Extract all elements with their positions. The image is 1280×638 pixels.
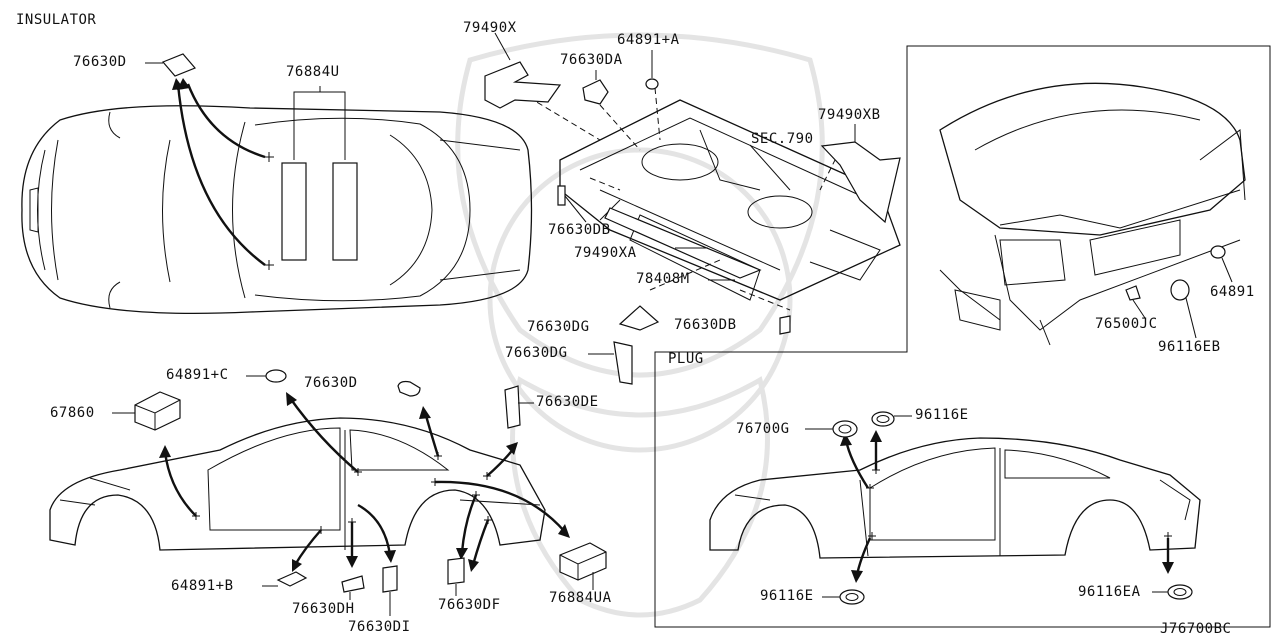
callout-76630DE[interactable]: 76630DE	[536, 394, 599, 410]
plug-section-title: PLUG	[668, 351, 704, 367]
part-67860	[112, 391, 181, 431]
callout-64891C[interactable]: 64891+C	[166, 367, 229, 383]
part-76630DF	[447, 557, 465, 596]
callout-76500JC[interactable]: 76500JC	[1095, 316, 1158, 332]
part-79490XB	[820, 124, 901, 224]
callout-76884UA[interactable]: 76884UA	[549, 590, 612, 606]
car-top-view	[21, 62, 533, 315]
part-79490X	[484, 32, 562, 109]
part-64891A	[645, 50, 659, 90]
callout-64891A[interactable]: 64891+A	[617, 32, 680, 48]
part-64891B	[262, 571, 308, 587]
part-96116EB	[1170, 279, 1197, 339]
callout-76630DB-left[interactable]: 76630DB	[548, 222, 611, 238]
callout-64891B[interactable]: 64891+B	[171, 578, 234, 594]
car-side-view-plug	[709, 430, 1201, 583]
part-76630DI	[382, 565, 398, 616]
part-76700G	[805, 420, 858, 438]
callout-96116E-bottom[interactable]: 96116E	[760, 588, 814, 604]
part-76630DG-lower	[588, 341, 633, 385]
part-76630DG-upper	[618, 305, 660, 331]
insulator-pad-left	[281, 162, 307, 261]
callout-96116E-top[interactable]: 96116E	[915, 407, 969, 423]
callout-76630DG-upper[interactable]: 76630DG	[527, 319, 590, 335]
part-96116E-top	[871, 411, 912, 427]
callout-76630DH[interactable]: 76630DH	[292, 601, 355, 617]
callout-76630DB-right[interactable]: 76630DB	[674, 317, 737, 333]
callout-79490X[interactable]: 79490X	[463, 20, 517, 36]
part-76630D-side	[397, 380, 421, 397]
callout-76630DF[interactable]: 76630DF	[438, 597, 501, 613]
callout-76700G[interactable]: 76700G	[736, 421, 790, 437]
part-76630DB-left	[557, 185, 587, 223]
part-76630DE	[504, 385, 534, 429]
rear-floor-panel	[519, 87, 901, 311]
callout-76884U[interactable]: 76884U	[286, 64, 340, 80]
callout-76630D-side[interactable]: 76630D	[304, 375, 358, 391]
callout-sec790[interactable]: SEC.790	[751, 131, 814, 147]
insulator-pad-right	[332, 162, 358, 261]
insulator-section-title: INSULATOR	[16, 12, 97, 28]
part-76630D-top	[145, 53, 197, 77]
watermark-emblem	[455, 32, 825, 618]
part-64891C	[246, 369, 287, 383]
part-96116E-bottom	[822, 589, 865, 605]
part-96116EA	[1152, 584, 1193, 600]
callout-79490XB[interactable]: 79490XB	[818, 107, 881, 123]
part-64891-right	[1210, 245, 1233, 283]
car-rear-view	[939, 82, 1246, 346]
callout-76630DA[interactable]: 76630DA	[560, 52, 623, 68]
callout-64891[interactable]: 64891	[1210, 284, 1255, 300]
plug-section-frame	[654, 45, 1271, 628]
callout-96116EB[interactable]: 96116EB	[1158, 339, 1221, 355]
part-76884UA	[559, 542, 607, 590]
callout-76630DI[interactable]: 76630DI	[348, 619, 411, 635]
callout-96116EA[interactable]: 96116EA	[1078, 584, 1141, 600]
part-76500JC	[1125, 285, 1146, 319]
car-side-view	[49, 392, 570, 572]
diagram-id: J76700BC	[1160, 621, 1232, 637]
part-76630DA	[582, 70, 609, 105]
callout-76630DG-lower[interactable]: 76630DG	[505, 345, 568, 361]
callout-78408M[interactable]: 78408M	[636, 271, 690, 287]
callout-79490XA[interactable]: 79490XA	[574, 245, 637, 261]
callout-76630D-top[interactable]: 76630D	[73, 54, 127, 70]
callout-67860[interactable]: 67860	[50, 405, 95, 421]
part-76630DB-right	[779, 315, 791, 335]
part-76630DH	[341, 575, 365, 600]
